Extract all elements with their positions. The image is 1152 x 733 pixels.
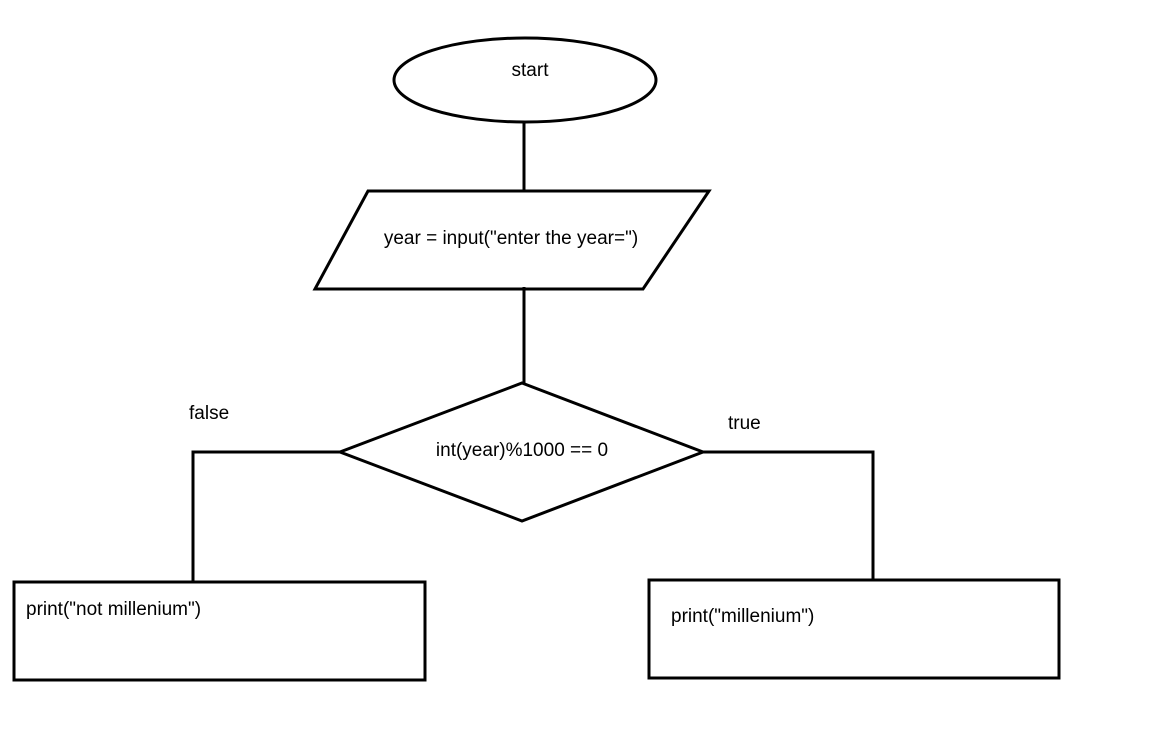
connector-false-branch (191, 450, 340, 582)
decision-diamond-shape (335, 381, 708, 523)
false-output-label: print("not millenium") (26, 599, 202, 620)
start-terminal-label: start (511, 60, 549, 81)
decision-condition-label: int(year)%1000 == 0 (435, 440, 609, 461)
true-output-label: print("millenium") (671, 606, 815, 627)
false-branch-label: false (189, 403, 230, 424)
input-parallelogram-shape (312, 189, 712, 291)
true-branch-label: true (728, 413, 761, 434)
true-output-box-shape (647, 578, 1061, 680)
false-output-box-shape (12, 580, 427, 682)
input-step-label: year = input("enter the year=") (383, 228, 639, 249)
connector-true-branch (703, 450, 875, 580)
